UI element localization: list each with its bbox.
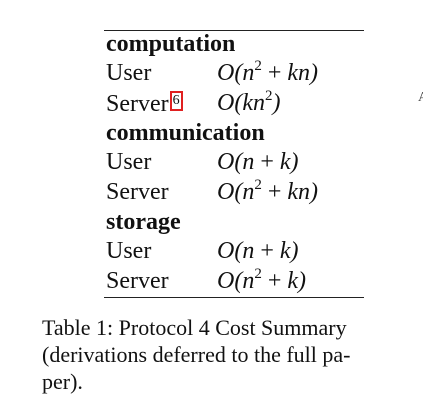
caption-line-3: per).	[42, 369, 83, 394]
row-label-user-computation: User	[106, 60, 152, 86]
margin-glyph: A	[418, 90, 423, 106]
row-value-user-computation: O(n2 + kn)	[217, 58, 319, 87]
table-top-rule	[104, 30, 364, 31]
caption-line-1: Table 1: Protocol 4 Cost Summary	[42, 315, 347, 340]
row-label-server-communication: Server	[106, 179, 169, 205]
row-label-server-storage: Server	[106, 268, 169, 294]
footnote-marker[interactable]: 6	[169, 91, 183, 111]
row-value-server-storage: O(n2 + k)	[217, 266, 307, 295]
caption-line-2: (derivations deferred to the full pa-	[42, 342, 351, 367]
server-label-text: Server	[106, 91, 169, 117]
row-label-user-storage: User	[106, 238, 152, 264]
row-label-user-communication: User	[106, 149, 152, 175]
row-value-server-computation: O(kn2)	[217, 88, 281, 117]
row-value-user-communication: O(n + k)	[217, 149, 299, 175]
table-caption: Table 1: Protocol 4 Cost Summary (deriva…	[42, 314, 422, 395]
section-heading-communication: communication	[106, 120, 265, 146]
row-value-server-communication: O(n2 + kn)	[217, 177, 319, 206]
section-heading-computation: computation	[106, 31, 236, 57]
row-value-user-storage: O(n + k)	[217, 238, 299, 264]
table-bottom-rule	[104, 297, 364, 298]
section-heading-storage: storage	[106, 209, 181, 235]
